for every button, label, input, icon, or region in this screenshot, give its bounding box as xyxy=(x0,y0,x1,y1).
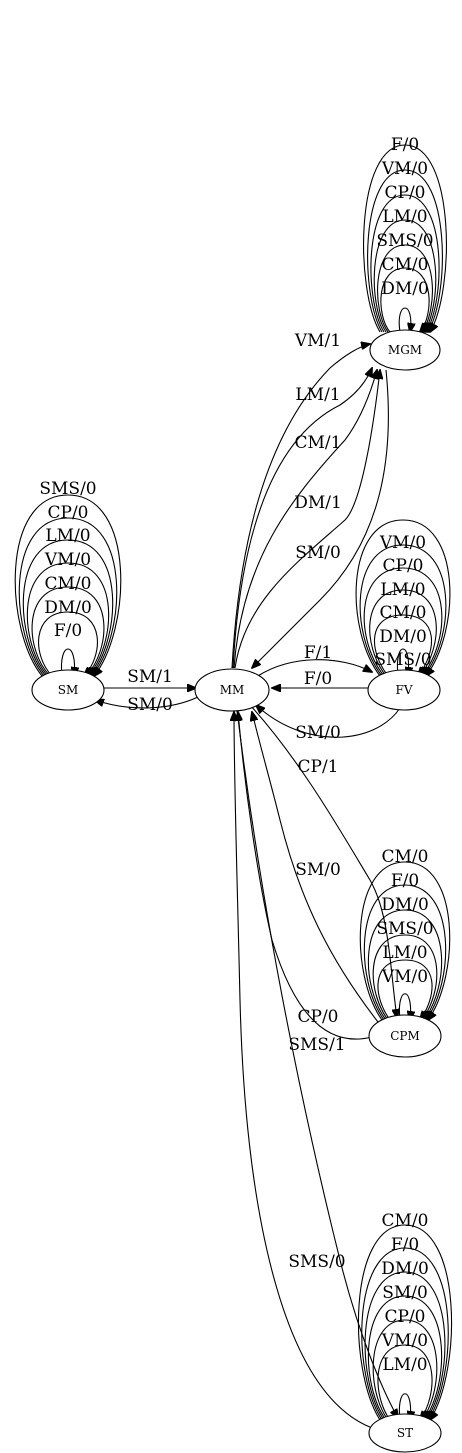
node-label-st: ST xyxy=(397,1426,413,1440)
edge-label-fv-mm: F/0 xyxy=(304,669,332,689)
node-fv[interactable]: FV xyxy=(367,669,441,711)
loop-label-mgm-6: DM/0 xyxy=(381,279,429,299)
edge-label-cpm-mm-cp: CP/0 xyxy=(298,1007,339,1027)
node-st[interactable]: ST xyxy=(368,1413,442,1453)
loop-label-st-0: CM/0 xyxy=(382,1211,429,1231)
loop-label-st-6: LM/0 xyxy=(382,1355,427,1375)
edge-mgm-mm-sm xyxy=(252,369,389,668)
loop-label-cpm-5: VM/0 xyxy=(381,967,428,987)
node-label-sm: SM xyxy=(58,683,79,697)
st-self-loops xyxy=(357,1224,453,1420)
loop-label-sm-4: CM/0 xyxy=(45,574,92,594)
edge-label-cpm-mm-sm: SM/0 xyxy=(295,860,341,880)
loop-label-cpm-0: CM/0 xyxy=(382,847,429,867)
edge-label-sm-mm: SM/1 xyxy=(127,667,173,687)
loop-label-fv-1: CP/0 xyxy=(383,556,424,576)
loop-label-st-2: DM/0 xyxy=(381,1259,429,1279)
loop-label-cpm-1: F/0 xyxy=(391,871,419,891)
edge-mm-mgm-dm xyxy=(234,370,380,669)
edge-mm-mgm-vm xyxy=(231,344,370,669)
loop-label-sm-1: CP/0 xyxy=(48,503,89,523)
edge-label-mm-sm: SM/0 xyxy=(127,695,173,715)
loop-label-cpm-2: DM/0 xyxy=(381,895,429,915)
node-label-fv: FV xyxy=(396,683,413,697)
loop-label-mgm-1: VM/0 xyxy=(381,159,428,179)
edge-label-mm-cpm: CP/1 xyxy=(298,757,339,777)
loop-label-mgm-0: F/0 xyxy=(391,135,419,155)
loop-label-cpm-4: LM/0 xyxy=(382,943,427,963)
loop-label-sm-5: DM/0 xyxy=(44,598,92,618)
edge-label-st-mm: SMS/0 xyxy=(288,1252,345,1272)
loop-label-fv-5: SMS/0 xyxy=(374,650,431,670)
edge-label-mgm-mm-sm: SM/0 xyxy=(295,543,341,563)
loop-label-cpm-3: SMS/0 xyxy=(376,919,433,939)
mgm-self-loops xyxy=(363,144,447,332)
loop-label-st-4: CP/0 xyxy=(385,1307,426,1327)
fv-self-loops xyxy=(355,519,451,676)
edge-label-mm-mgm-lm: LM/1 xyxy=(295,385,340,405)
edge-label-mm-fv: F/1 xyxy=(304,643,332,663)
loop-label-fv-3: CM/0 xyxy=(380,603,427,623)
edge-label-fv-mm-sm: SM/0 xyxy=(295,723,341,743)
node-mm[interactable]: MM xyxy=(194,668,270,712)
loop-label-fv-0: VM/0 xyxy=(379,533,426,553)
cpm-self-loops xyxy=(359,861,451,1020)
edge-label-mm-mgm-vm: VM/1 xyxy=(294,331,341,351)
edge-label-mm-mgm-dm: DM/1 xyxy=(294,493,342,513)
loop-label-mgm-3: LM/0 xyxy=(382,207,427,227)
loop-label-sm-6: F/0 xyxy=(54,621,82,641)
loop-label-mgm-2: CP/0 xyxy=(385,183,426,203)
loop-label-sm-3: VM/0 xyxy=(44,550,91,570)
node-label-cpm: CPM xyxy=(390,1029,420,1043)
node-label-mgm: MGM xyxy=(388,343,422,357)
edge-mm-cpm xyxy=(249,704,397,1018)
node-sm[interactable]: SM xyxy=(31,669,105,711)
edge-label-mm-mgm-cm: CM/1 xyxy=(295,433,342,453)
edge-cpm-mm-sm xyxy=(252,712,379,1023)
edge-label-mm-st: SMS/1 xyxy=(288,1035,345,1055)
edge-st-mm xyxy=(234,712,379,1431)
sm-self-loops xyxy=(14,494,122,676)
edge-labels: VM/1 LM/1 CM/1 DM/1 SM/0 SM/1 SM/0 F/1 F… xyxy=(39,135,433,1375)
edge-mm-mgm-cm xyxy=(233,370,377,669)
edge-mm-st xyxy=(236,709,398,1418)
loop-label-mgm-5: CM/0 xyxy=(382,255,429,275)
loop-label-st-3: SM/0 xyxy=(382,1283,428,1303)
node-mgm[interactable]: MGM xyxy=(369,329,441,371)
loop-label-fv-2: LM/0 xyxy=(380,580,425,600)
edge-mm-sm xyxy=(95,696,199,709)
loop-label-st-5: VM/0 xyxy=(381,1331,428,1351)
loop-label-sm-2: LM/0 xyxy=(45,526,90,546)
edge-fv-mm-sm xyxy=(256,705,401,738)
loop-label-mgm-4: SMS/0 xyxy=(376,231,433,251)
loop-label-st-1: F/0 xyxy=(391,1235,419,1255)
loop-label-sm-0: SMS/0 xyxy=(39,479,96,499)
edge-mm-mgm-lm xyxy=(232,368,372,669)
edge-mm-fv xyxy=(257,659,372,677)
loop-label-fv-4: DM/0 xyxy=(379,627,427,647)
node-cpm[interactable]: CPM xyxy=(368,1014,442,1058)
node-label-mm: MM xyxy=(220,683,245,697)
